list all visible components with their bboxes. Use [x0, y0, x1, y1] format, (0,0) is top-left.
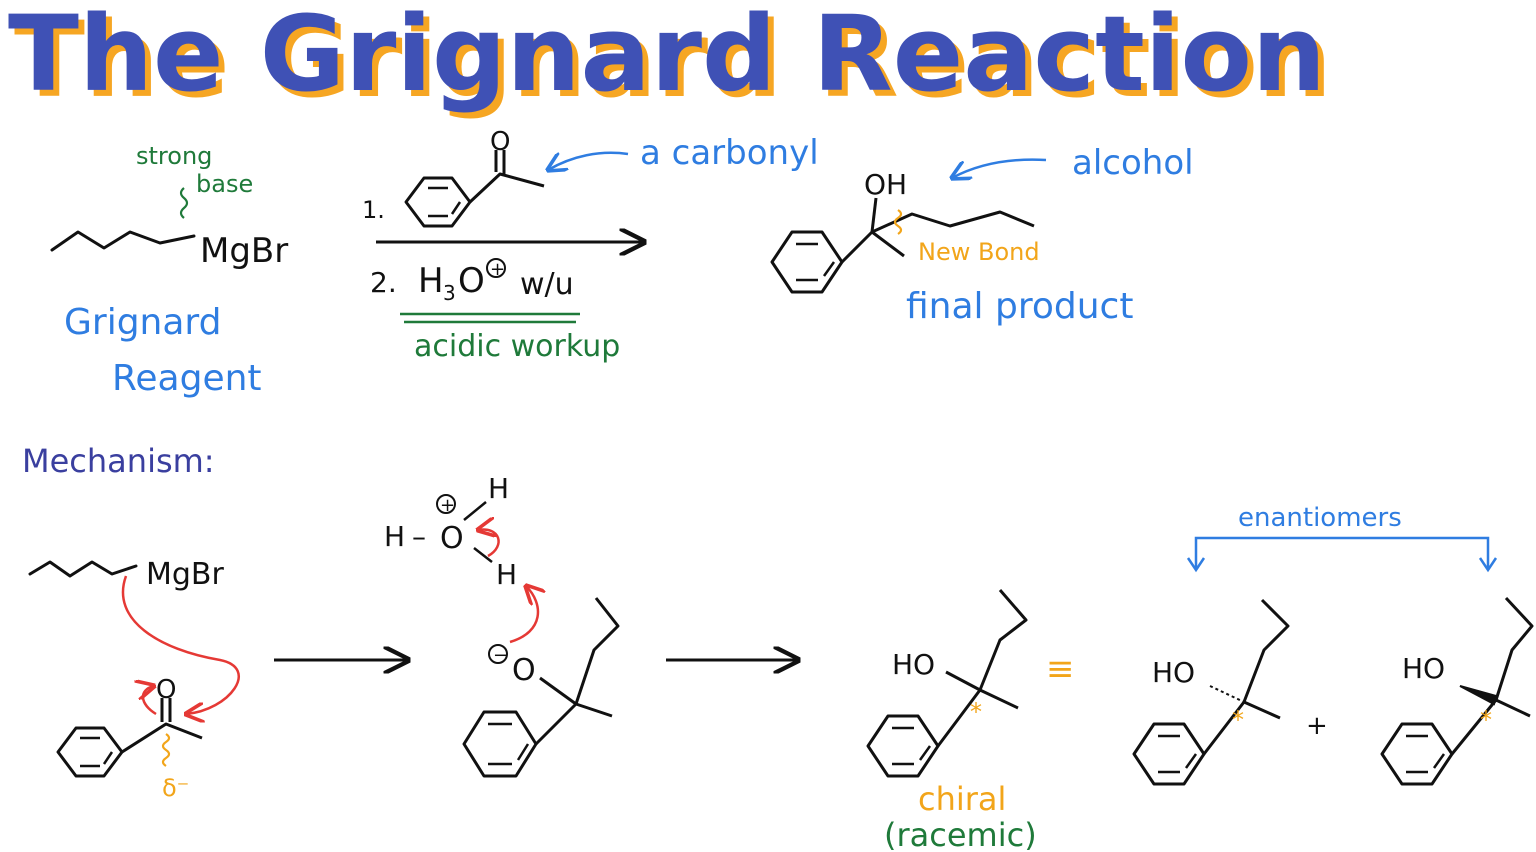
- enantiomer2-structure: [1380, 596, 1534, 786]
- enantiomers-bracket: [1194, 536, 1490, 568]
- enantiomer2-ho: HO: [1402, 652, 1445, 685]
- mech-acetophenone: [56, 698, 203, 778]
- underline-mark: [400, 312, 580, 324]
- new-bond-squiggle: [893, 209, 903, 235]
- alkoxide-structure: [462, 597, 620, 778]
- bracket-arrowhead-left: [1186, 557, 1206, 573]
- squiggle-mark: [179, 187, 189, 219]
- mechanism-heading: Mechanism:: [22, 442, 215, 480]
- mech-delta-label: δ⁻: [162, 774, 189, 802]
- final-product-label: final product: [906, 286, 1133, 327]
- h3o-o: O: [458, 261, 485, 301]
- hydronium-red-arrow: [478, 529, 500, 558]
- step2-label: 2.: [370, 266, 397, 299]
- grignard-label: Grignard: [64, 302, 221, 343]
- alcohol-note: alcohol: [1072, 143, 1194, 183]
- alkoxide-red-arrow: [509, 586, 538, 644]
- alcohol-arrow: [952, 158, 1047, 178]
- racemic-product-structure: [866, 589, 1028, 778]
- step2-conditions: 2. H 3 O + w/u: [370, 258, 574, 305]
- workup-short: w/u: [520, 267, 574, 302]
- hydronium-h-left: H: [384, 520, 405, 553]
- carbonyl-oxygen: O: [490, 127, 510, 157]
- enantiomer1-star: *: [1232, 706, 1244, 734]
- h3o-charge: +: [490, 259, 505, 280]
- hydronium-h-top: H: [488, 472, 509, 505]
- page-title: The Grignard Reaction The Grignard React…: [8, 0, 1332, 121]
- new-bond-note: New Bond: [918, 238, 1040, 266]
- mech-reagent-formula: MgBr: [146, 557, 225, 592]
- hydronium-h-bottom: H: [496, 558, 517, 591]
- hydronium-dash: –: [412, 520, 426, 553]
- mech-delta-squiggle: [161, 733, 171, 767]
- acidic-workup-label: acidic workup: [414, 329, 620, 364]
- step1-label: 1.: [362, 196, 385, 224]
- enantiomers-plus: +: [1306, 711, 1328, 741]
- strong-label: strong: [136, 142, 212, 170]
- bracket-arrowhead-right: [1478, 557, 1498, 573]
- base-label: base: [196, 170, 253, 198]
- enantiomer1-structure: [1132, 598, 1290, 786]
- racemic-label: (racemic): [884, 816, 1037, 852]
- hydronium-charge: +: [440, 495, 455, 516]
- h3o-subscript: 3: [443, 281, 456, 305]
- enantiomer2-star: *: [1480, 706, 1492, 734]
- h3o-h: H: [418, 261, 444, 301]
- alkoxide-o: O: [512, 653, 536, 688]
- reagent-formula: MgBr: [200, 231, 288, 271]
- reagent-label: Reagent: [112, 358, 262, 399]
- product-oh: OH: [864, 168, 907, 201]
- acetophenone-structure: [404, 150, 545, 228]
- mech-carbonyl-oxygen: O: [156, 675, 176, 705]
- carbonyl-arrow: [548, 151, 629, 170]
- racemic-star: *: [970, 698, 982, 726]
- carbonyl-note: a carbonyl: [640, 133, 819, 173]
- alkoxide-charge: −: [493, 645, 508, 666]
- title-text: The Grignard Reaction: [8, 0, 1326, 115]
- product-structure: [770, 197, 1035, 294]
- butyl-chain-bond: [50, 230, 196, 252]
- chiral-label: chiral: [918, 780, 1006, 818]
- enantiomers-label: enantiomers: [1238, 503, 1402, 533]
- racemic-product-ho: HO: [892, 648, 935, 681]
- mech-butyl-chain: [28, 560, 138, 578]
- hydronium-o: O: [440, 521, 464, 556]
- title-shadow: The Grignard Reaction: [14, 0, 1332, 121]
- equivalence-sign: ≡: [1046, 649, 1075, 689]
- mech-red-arrow-small: [143, 686, 156, 716]
- mech-red-arrow-big: [121, 575, 240, 714]
- enantiomer1-ho: HO: [1152, 656, 1195, 689]
